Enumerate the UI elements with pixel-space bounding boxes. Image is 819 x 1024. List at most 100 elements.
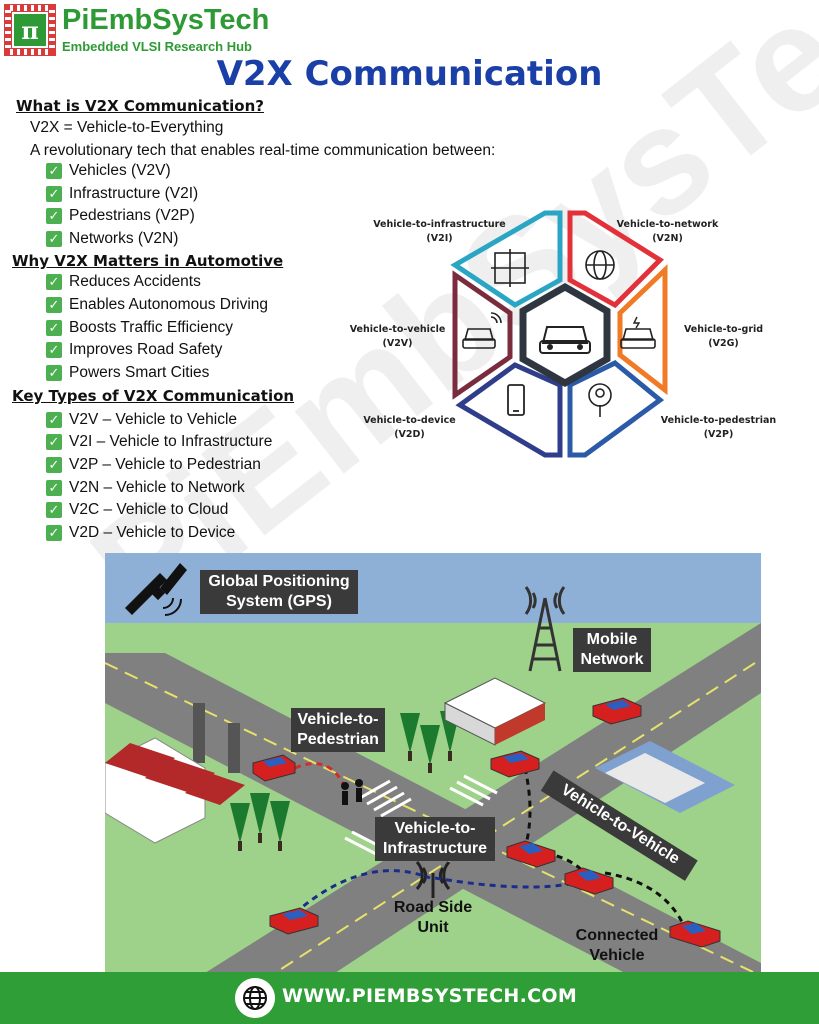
checkmark-icon: ✓ (46, 412, 62, 428)
segment-v2n (567, 210, 664, 309)
list-item: ✓ V2I – Vehicle to Infrastructure (46, 431, 272, 453)
label-v2p: Vehicle-to-pedestrian(V2P) (660, 415, 777, 440)
checkmark-icon: ✓ (46, 525, 62, 541)
v2x-hexagon-diagram (450, 210, 668, 458)
list-item: ✓ Networks (V2N) (46, 228, 178, 250)
trees-left (230, 793, 290, 851)
intro-line-1: V2X = Vehicle-to-Everything (30, 119, 224, 136)
intro-line-2: A revolutionary tech that enables real-t… (30, 142, 496, 159)
types-heading: Key Types of V2X Communication (12, 387, 295, 405)
gas-station (443, 677, 547, 746)
list-item: ✓ Powers Smart Cities (46, 362, 209, 384)
checkmark-icon: ✓ (46, 163, 62, 179)
list-item: ✓ V2V – Vehicle to Vehicle (46, 409, 237, 431)
list-item: ✓ Enables Autonomous Driving (46, 294, 268, 316)
car-top-right (592, 697, 642, 725)
page-title: V2X Communication (216, 54, 603, 94)
checkmark-icon: ✓ (46, 297, 62, 313)
v2p-scene-label: Vehicle-to- Pedestrian (291, 708, 385, 752)
v2i-link-right (434, 876, 576, 889)
factory-building (105, 703, 245, 844)
list-item-label: V2V – Vehicle to Vehicle (69, 411, 238, 428)
checkmark-icon: ✓ (46, 457, 62, 473)
ev-charging-car-icon (620, 316, 656, 349)
satellite-icon (125, 563, 187, 616)
checkmark-icon: ✓ (46, 480, 62, 496)
checkmark-icon: ✓ (46, 186, 62, 202)
car-center-right (490, 750, 540, 778)
website-link[interactable]: WWW.PIEMBSYSTECH.COM (282, 985, 578, 1007)
list-item: ✓ Vehicles (V2V) (46, 160, 171, 182)
list-item: ✓Pedestrians (V2P) (46, 205, 195, 227)
car-bottom-left (269, 907, 319, 935)
brand-name: PiEmbSysTech (62, 4, 270, 36)
car-connected (669, 920, 721, 948)
list-item-label: Improves Road Safety (69, 341, 223, 358)
footer-bar (0, 972, 819, 1024)
pedestrian-signal-icon (588, 383, 612, 417)
intro-heading: What is V2X Communication? (16, 97, 264, 115)
list-item-label: V2P – Vehicle to Pedestrian (69, 456, 261, 473)
checkmark-icon: ✓ (46, 231, 62, 247)
car-icon (539, 326, 591, 354)
segment-v2g (617, 264, 668, 396)
segment-v2d (455, 362, 563, 458)
connected-vehicle-label: Connected Vehicle (575, 927, 659, 964)
list-item: ✓ V2D – Vehicle to Device (46, 522, 235, 544)
v2x-scene-illustration: Global Positioning System (GPS) Mobile N… (105, 553, 761, 973)
pedestrians-icon (341, 779, 363, 805)
car-v2p (252, 754, 296, 782)
globe-network-icon (585, 250, 615, 280)
why-heading: Why V2X Matters in Automotive (12, 252, 284, 270)
checkmark-icon: ✓ (46, 365, 62, 381)
list-item-label: Networks (V2N) (69, 230, 179, 247)
list-item: ✓Improves Road Safety (46, 339, 222, 361)
car-v2v-2 (564, 867, 614, 895)
list-item-label: Powers Smart Cities (69, 364, 210, 381)
v2v-link-3 (604, 871, 687, 929)
center-hexagon (519, 282, 611, 388)
list-item: ✓ Infrastructure (V2I) (46, 183, 198, 205)
gps-label: Global Positioning System (GPS) (200, 570, 358, 614)
v2p-link (294, 762, 347, 789)
chip-logo-icon: π (4, 4, 56, 56)
label-v2n: Vehicle-to-network(V2N) (616, 219, 719, 244)
list-item: ✓V2C – Vehicle to Cloud (46, 499, 228, 521)
segment-v2p (567, 360, 665, 458)
car-wireless-icon (462, 312, 502, 349)
list-item: ✓ Reduces Accidents (46, 271, 201, 293)
smartphone-icon (507, 384, 525, 416)
car-v2v-1 (506, 840, 556, 868)
list-item-label: V2D – Vehicle to Device (69, 524, 236, 541)
label-v2v: Vehicle-to-vehicle(V2V) (349, 324, 446, 349)
list-item-label: Enables Autonomous Driving (69, 296, 269, 313)
list-item-label: V2N – Vehicle to Network (69, 479, 245, 496)
checkmark-icon: ✓ (46, 320, 62, 336)
list-item: ✓Boosts Traffic Efficiency (46, 317, 233, 339)
label-v2i: Vehicle-to-infrastructure(V2I) (373, 219, 506, 244)
list-item-label: V2I – Vehicle to Infrastructure (69, 433, 273, 450)
logo-pi-glyph: π (21, 16, 39, 45)
checkmark-icon: ✓ (46, 208, 62, 224)
v2i-scene-label: Vehicle-to- Infrastructure (375, 817, 495, 861)
checkmark-icon: ✓ (46, 434, 62, 450)
label-v2d: Vehicle-to-device(V2D) (363, 415, 456, 440)
traffic-grid-icon (491, 249, 529, 287)
segment-v2i (450, 210, 563, 308)
list-item: ✓ V2N – Vehicle to Network (46, 477, 245, 499)
segment-v2v (452, 270, 513, 400)
road-side-unit-label: Road Side Unit (393, 899, 473, 936)
brand-tagline: Embedded VLSI Research Hub (62, 39, 252, 54)
checkmark-icon: ✓ (46, 502, 62, 518)
globe-icon (235, 978, 275, 1018)
list-item-label: Vehicles (V2V) (69, 162, 171, 179)
checkmark-icon: ✓ (46, 274, 62, 290)
v2i-link-left (294, 869, 431, 915)
mobile-network-label: Mobile Network (573, 628, 651, 672)
list-item-label: Reduces Accidents (69, 273, 201, 290)
cell-tower-icon (524, 586, 566, 672)
list-item-label: Infrastructure (V2I) (69, 185, 199, 202)
list-item: ✓ V2P – Vehicle to Pedestrian (46, 454, 261, 476)
label-v2g: Vehicle-to-grid(V2G) (683, 324, 764, 349)
road-side-unit-icon (415, 860, 451, 898)
